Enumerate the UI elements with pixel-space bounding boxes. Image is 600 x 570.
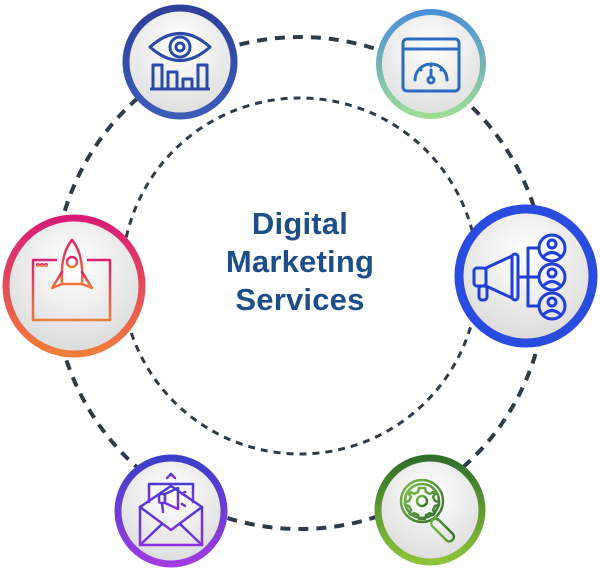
title-line-2: Marketing <box>225 244 375 279</box>
rocket-browser-icon <box>31 238 112 322</box>
email-node <box>112 452 230 570</box>
launch-node <box>0 212 148 360</box>
performance-node <box>373 6 489 122</box>
analytics-node <box>120 2 240 122</box>
title-line-3: Services <box>235 282 365 317</box>
title-line-1: Digital <box>251 206 349 241</box>
eye-bar-chart-icon <box>148 32 212 91</box>
speedometer-browser-icon <box>401 37 461 93</box>
megaphone-audience-icon <box>472 233 567 321</box>
gear-magnifier-icon <box>399 478 456 543</box>
seo-node <box>372 452 488 568</box>
email-megaphone-icon <box>138 472 204 547</box>
page-title: Digital Marketing Services <box>150 205 450 319</box>
audience-node <box>452 202 600 350</box>
